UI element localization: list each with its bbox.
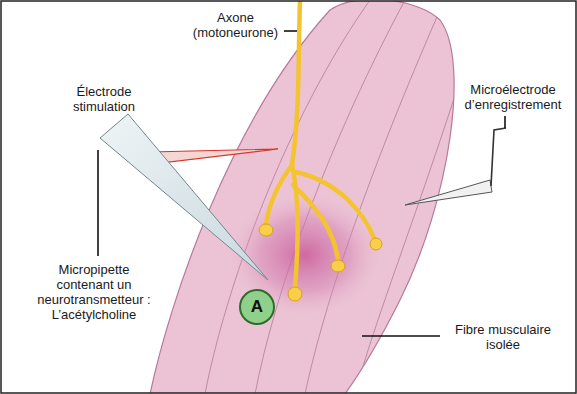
label-text: Microélectrode d’enregistrement <box>465 82 562 112</box>
recording-microelectrode <box>405 180 492 205</box>
label-text: Axone (motoneurone) <box>193 10 278 40</box>
label-text: Fibre musculaire isolée <box>455 322 551 352</box>
callout-circle: A <box>238 288 276 326</box>
label-text: Micropipette contenant un neurotransmett… <box>37 262 150 322</box>
axon <box>266 1 374 288</box>
micropipette <box>100 114 268 280</box>
electrode-label: Électrode stimulation <box>62 84 146 114</box>
callout-letter: A <box>251 297 263 317</box>
leader-lines <box>98 31 505 336</box>
recording-label: Microélectrode d’enregistrement <box>458 82 568 112</box>
synaptic-bulbs <box>259 224 382 301</box>
electrode-wire <box>491 128 506 186</box>
fiber-striations <box>205 1 460 393</box>
axon-label: Axone (motoneurone) <box>188 10 283 40</box>
fiber-label: Fibre musculaire isolée <box>444 322 562 352</box>
label-text: Électrode stimulation <box>73 84 135 114</box>
stimulation-electrode <box>150 149 278 164</box>
pipette-label: Micropipette contenant un neurotransmett… <box>30 262 158 322</box>
